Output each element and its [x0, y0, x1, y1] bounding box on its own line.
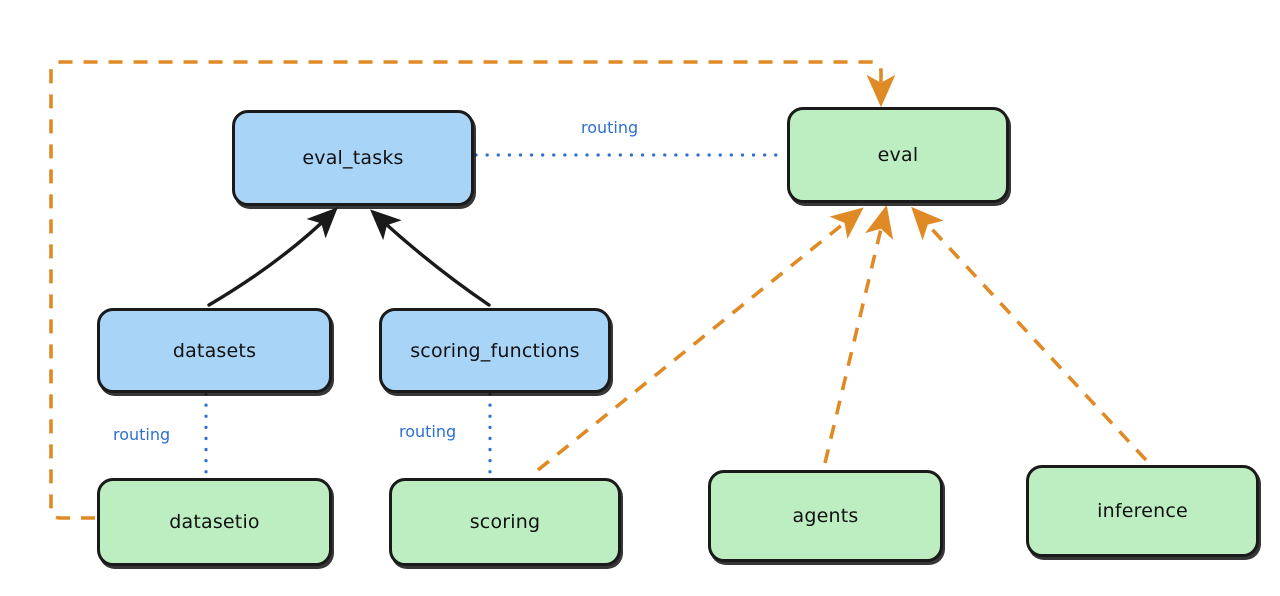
node-label-agents: agents — [792, 505, 859, 527]
node-label-datasetio: datasetio — [169, 511, 260, 533]
node-agents[interactable]: agents — [708, 470, 943, 562]
edge-agents-to-eval — [823, 204, 894, 464]
node-scoring-functions[interactable]: scoring_functions — [379, 308, 611, 393]
node-datasets[interactable]: datasets — [97, 308, 332, 393]
node-label-scoring-functions: scoring_functions — [410, 339, 580, 362]
node-label-eval: eval — [877, 144, 919, 166]
edge-label-eval-tasks-to-eval: routing — [578, 118, 642, 137]
edge-datasets-to-eval-tasks — [207, 207, 338, 307]
node-label-inference: inference — [1097, 500, 1188, 522]
node-eval[interactable]: eval — [787, 107, 1009, 203]
edge-label-datasets-to-datasetio: routing — [110, 425, 174, 444]
edge-scoring-functions-to-eval-tasks — [370, 209, 491, 307]
node-label-scoring: scoring — [469, 511, 541, 533]
node-label-datasets: datasets — [172, 339, 257, 362]
edge-scoring-to-eval — [536, 207, 864, 472]
node-eval-tasks[interactable]: eval_tasks — [232, 110, 474, 206]
node-datasetio[interactable]: datasetio — [97, 478, 332, 566]
node-scoring[interactable]: scoring — [389, 478, 621, 566]
edge-inference-to-eval — [911, 206, 1148, 462]
node-inference[interactable]: inference — [1026, 465, 1259, 557]
edge-label-scoring-functions-to-scoring: routing — [396, 422, 460, 441]
node-label-eval-tasks: eval_tasks — [302, 147, 404, 169]
